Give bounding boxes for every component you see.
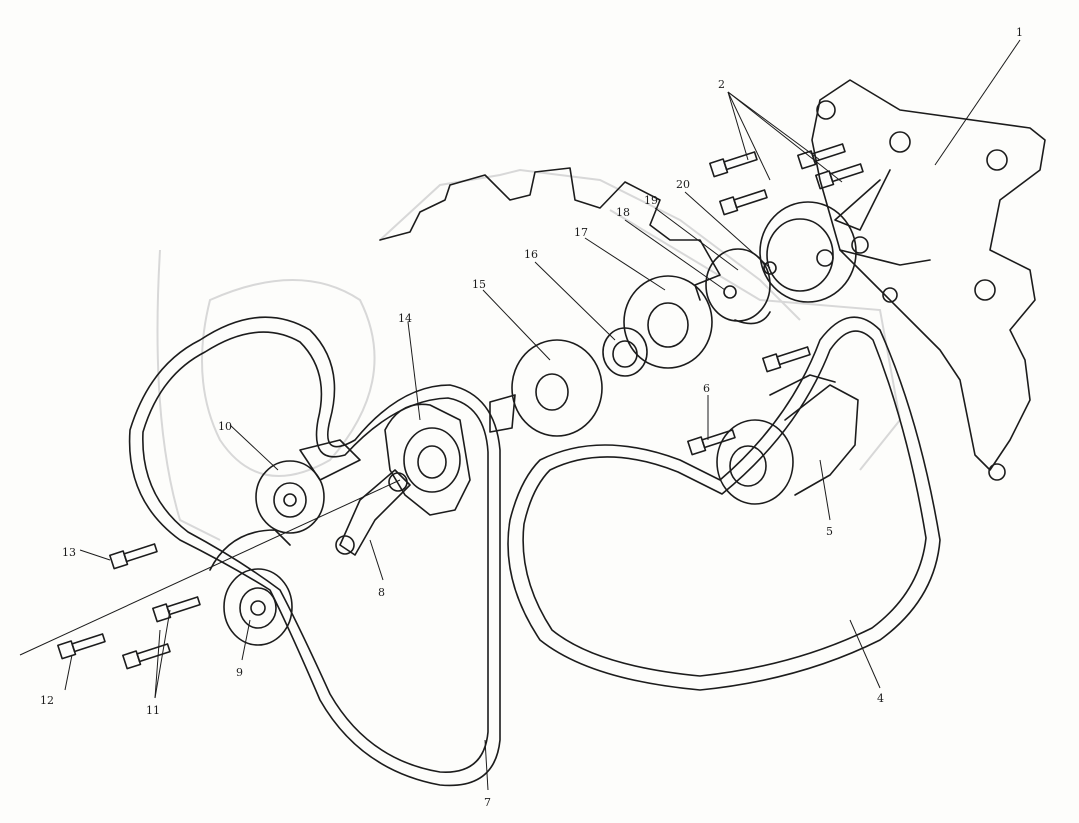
bearing-16 bbox=[602, 327, 648, 377]
bolt-loose bbox=[762, 346, 811, 373]
callout-14: 14 bbox=[398, 312, 412, 325]
callout-9: 9 bbox=[236, 666, 243, 679]
retainer-ring-19 bbox=[705, 248, 771, 325]
callout-11: 11 bbox=[146, 704, 160, 717]
bolt-11a bbox=[152, 596, 201, 623]
callout-10: 10 bbox=[218, 420, 232, 433]
callout-15: 15 bbox=[472, 278, 486, 291]
bolt-11b bbox=[122, 643, 171, 670]
mount-boss bbox=[759, 201, 869, 303]
bolt-13 bbox=[109, 543, 158, 570]
tensioner-pulley-9 bbox=[209, 529, 293, 646]
callout-8: 8 bbox=[378, 586, 385, 599]
callout-6: 6 bbox=[703, 382, 710, 395]
pulley-15 bbox=[489, 339, 603, 437]
callout-labels: 1 2 4 5 6 7 8 9 10 11 12 13 14 15 16 17 … bbox=[40, 26, 1023, 809]
bracket-part-1 bbox=[811, 79, 1046, 481]
callout-17: 17 bbox=[574, 226, 588, 239]
spacer-part-20 bbox=[763, 261, 777, 275]
leader-lines bbox=[19, 39, 1021, 791]
callout-1: 1 bbox=[1016, 26, 1023, 39]
belt-part-7 bbox=[128, 316, 501, 787]
idler-pulley-10 bbox=[255, 439, 361, 534]
gear-outline bbox=[379, 167, 721, 301]
callout-4: 4 bbox=[877, 692, 884, 705]
callout-19: 19 bbox=[644, 194, 658, 207]
callout-5: 5 bbox=[826, 525, 833, 538]
callout-13: 13 bbox=[62, 546, 76, 559]
callout-7: 7 bbox=[484, 796, 491, 809]
bolt-6 bbox=[687, 429, 736, 456]
callout-12: 12 bbox=[40, 694, 54, 707]
watermark-logo bbox=[156, 168, 902, 541]
tensioner-arm-8 bbox=[335, 469, 411, 556]
idler-pulley-17 bbox=[623, 275, 713, 369]
callout-16: 16 bbox=[524, 248, 538, 261]
callout-20: 20 bbox=[676, 178, 690, 191]
alternator-part-5 bbox=[716, 374, 859, 505]
callout-18: 18 bbox=[616, 206, 630, 219]
tensioner-bracket-14 bbox=[384, 403, 471, 516]
callout-2: 2 bbox=[718, 78, 725, 91]
bolt-group-2 bbox=[709, 143, 864, 216]
bolt-12 bbox=[57, 633, 106, 660]
belt-part-4 bbox=[507, 316, 941, 691]
